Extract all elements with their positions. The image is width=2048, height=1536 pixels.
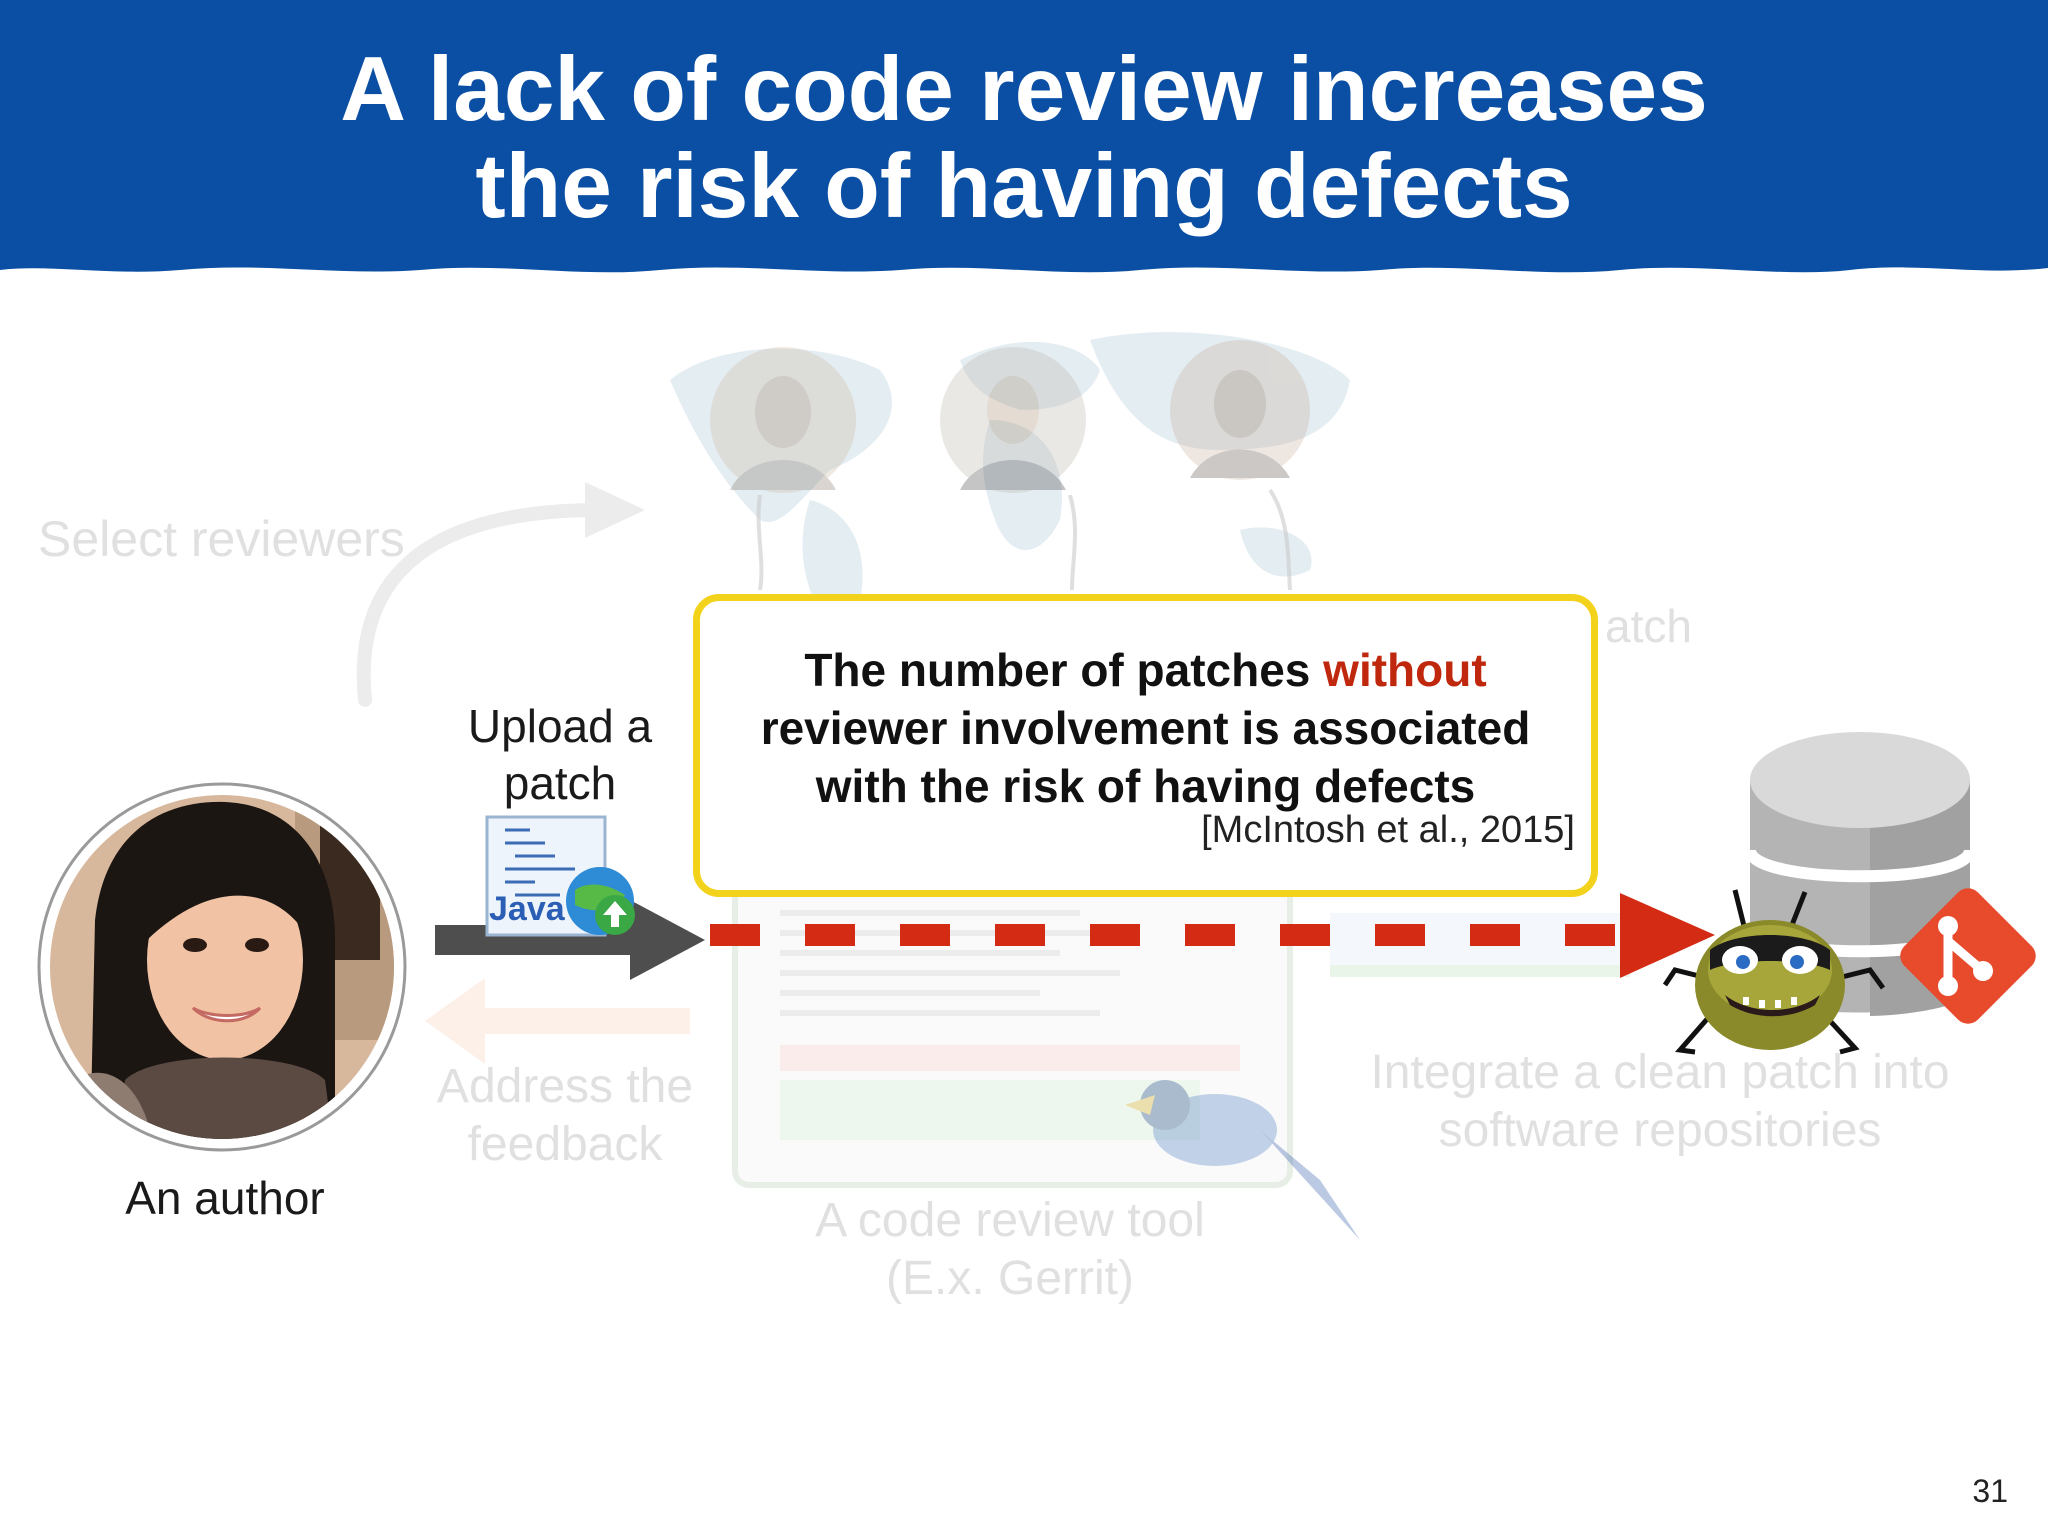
code-review-tool-image bbox=[732, 882, 1360, 1240]
callout-line-1: The number of patches without bbox=[700, 641, 1591, 699]
page-number: 31 bbox=[1972, 1473, 2008, 1509]
java-file-icon bbox=[485, 815, 635, 937]
java-badge-label: Java bbox=[489, 890, 565, 928]
code-review-tool-label-line-1: A code review tool bbox=[815, 1194, 1205, 1247]
bug-defect-icon bbox=[1662, 889, 1886, 1055]
patch-fragment-label: atch bbox=[1605, 600, 1692, 652]
code-review-tool-label-line-2: (E.x. Gerrit) bbox=[886, 1252, 1134, 1305]
upload-patch-label-line-1: Upload a bbox=[467, 700, 653, 752]
finding-callout: The number of patches without reviewer i… bbox=[693, 594, 1598, 897]
address-feedback-arrow bbox=[425, 978, 690, 1064]
callout-line-2: reviewer involvement is associated bbox=[760, 702, 1531, 754]
reviewer-avatars bbox=[710, 340, 1310, 590]
slide-title-line-1: A lack of code review increases bbox=[340, 39, 1708, 140]
address-feedback-label-line-2: feedback bbox=[467, 1118, 663, 1171]
callout-line-1-text: The number of patches bbox=[804, 644, 1324, 696]
callout-citation: [McIntosh et al., 2015] bbox=[1201, 809, 1575, 851]
upload-patch-label-line-2: patch bbox=[503, 757, 617, 809]
repository-database-icon bbox=[1744, 732, 2036, 1024]
author-avatar bbox=[37, 782, 407, 1152]
callout-highlight-without: without bbox=[1323, 644, 1487, 696]
title-banner bbox=[0, 0, 2048, 273]
world-map-image bbox=[670, 332, 1350, 617]
author-label: An author bbox=[125, 1172, 325, 1224]
dashed-risk-arrow bbox=[710, 893, 1715, 978]
reviewer-avatar-3 bbox=[1170, 340, 1310, 480]
reviewer-avatar-2 bbox=[940, 347, 1086, 493]
callout-line-3: with the risk of having defects bbox=[815, 760, 1476, 812]
select-reviewers-label: Select reviewers bbox=[38, 511, 405, 567]
integrate-label-line-2: software repositories bbox=[1438, 1104, 1882, 1157]
integrate-label-line-1: Integrate a clean patch into bbox=[1370, 1046, 1950, 1099]
address-feedback-label-line-1: Address the bbox=[436, 1060, 694, 1113]
select-reviewers-arrow bbox=[356, 482, 645, 707]
slide-title-line-2: the risk of having defects bbox=[475, 136, 1573, 237]
git-logo-icon bbox=[1900, 888, 2036, 1024]
reviewer-avatar-1 bbox=[710, 347, 856, 493]
